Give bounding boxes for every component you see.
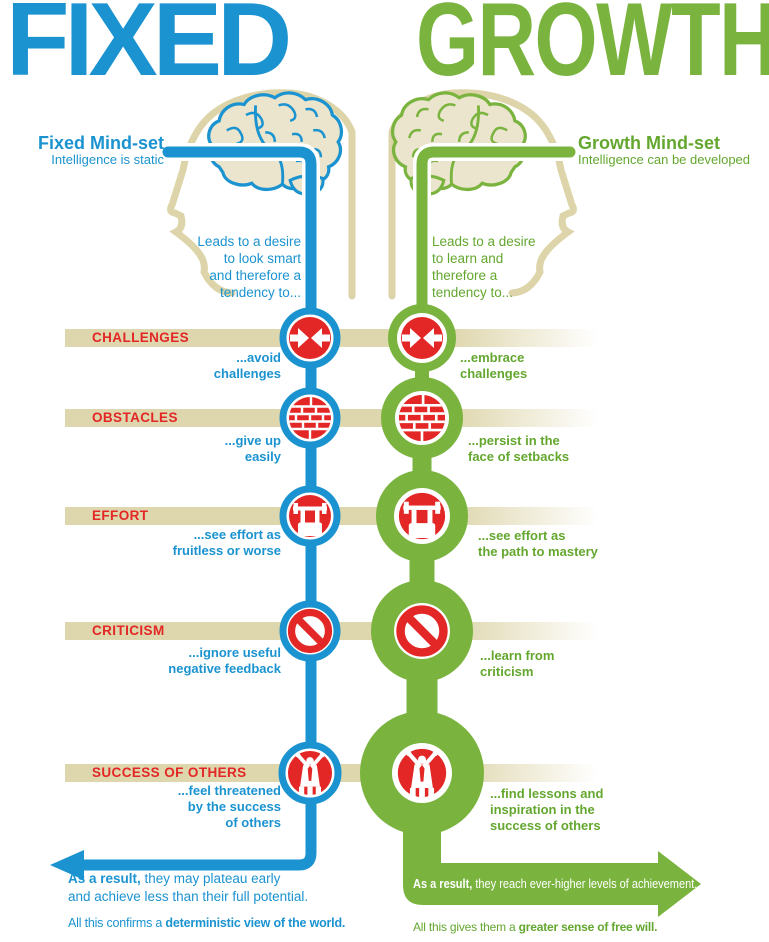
fixed-caption-challenges: ...avoid challenges [213, 350, 281, 381]
fixed-conclusion-bold: deterministic view of the world. [165, 916, 346, 930]
growth-caption-challenges: ...embrace challenges [460, 350, 528, 381]
weightlifter-icon [289, 495, 331, 537]
left-arrowhead-icon [50, 850, 84, 880]
growth-title: GROWTH [416, 0, 769, 98]
right-arrow-icon [403, 835, 701, 917]
growth-leads-text: Leads to a desire to learn and therefore… [432, 234, 536, 300]
fixed-caption-effort: ...see effort as fruitless or worse [172, 527, 281, 558]
fixed-mindset-label: Fixed Mind-set [37, 133, 164, 153]
growth-result-rest: they reach ever-higher levels of achieve… [472, 877, 698, 891]
row-label-success-of-others: SUCCESS OF OTHERS [92, 765, 247, 780]
growth-mindset-subtitle: Intelligence can be developed [578, 152, 751, 167]
fixed-caption-obstacles: ...give up easily [224, 433, 281, 464]
winner-icon [398, 749, 446, 797]
fixed-caption-success: ...feel threatened by the success of oth… [177, 783, 281, 830]
row-label-effort: EFFORT [92, 508, 149, 523]
fixed-result-text: As a result, they may plateau early and … [68, 870, 398, 906]
brick-wall-icon [399, 395, 445, 441]
fixed-caption-criticism: ...ignore useful negative feedback [168, 645, 281, 676]
fixed-result-rest: they may plateau early and achieve less … [68, 871, 309, 904]
fixed-result-bold: As a result, [68, 871, 141, 886]
growth-result-text: As a result, they reach ever-higher leve… [413, 875, 703, 893]
collide-arrows-icon [401, 317, 443, 359]
no-sign-icon [292, 613, 329, 650]
brick-wall-icon [289, 397, 331, 439]
weightlifter-icon [398, 492, 446, 540]
row-label-obstacles: OBSTACLES [92, 410, 178, 425]
growth-conclusion-prefix: All this gives them a [413, 920, 519, 934]
growth-caption-obstacles: ...persist in the face of setbacks [468, 433, 570, 464]
fixed-conclusion-prefix: All this confirms a [68, 916, 166, 930]
winner-icon [286, 749, 334, 797]
row-label-criticism: CRITICISM [92, 623, 165, 638]
growth-result-bold: As a result, [413, 877, 473, 891]
growth-conclusion-text: All this gives them a greater sense of f… [413, 920, 743, 934]
growth-conclusion-bold: greater sense of free will. [518, 920, 658, 934]
fixed-title: FIXED [6, 0, 292, 98]
growth-mindset-label: Growth Mind-set [578, 133, 720, 153]
fixed-mindset-subtitle: Intelligence is static [51, 152, 164, 167]
growth-caption-effort: ...see effort as the path to mastery [478, 528, 598, 559]
collide-arrows-icon [289, 317, 331, 359]
growth-circles [360, 304, 484, 835]
fixed-circles [278, 307, 342, 805]
fixed-conclusion-text: All this confirms a deterministic view o… [68, 916, 428, 930]
row-label-challenges: CHALLENGES [92, 330, 190, 345]
growth-caption-success: ...find lessons and inspiration in the s… [490, 786, 604, 833]
fixed-leads-text: Leads to a desire to look smart and ther… [197, 234, 301, 300]
growth-caption-criticism: ...learn from criticism [480, 648, 555, 679]
no-sign-icon [401, 610, 444, 653]
